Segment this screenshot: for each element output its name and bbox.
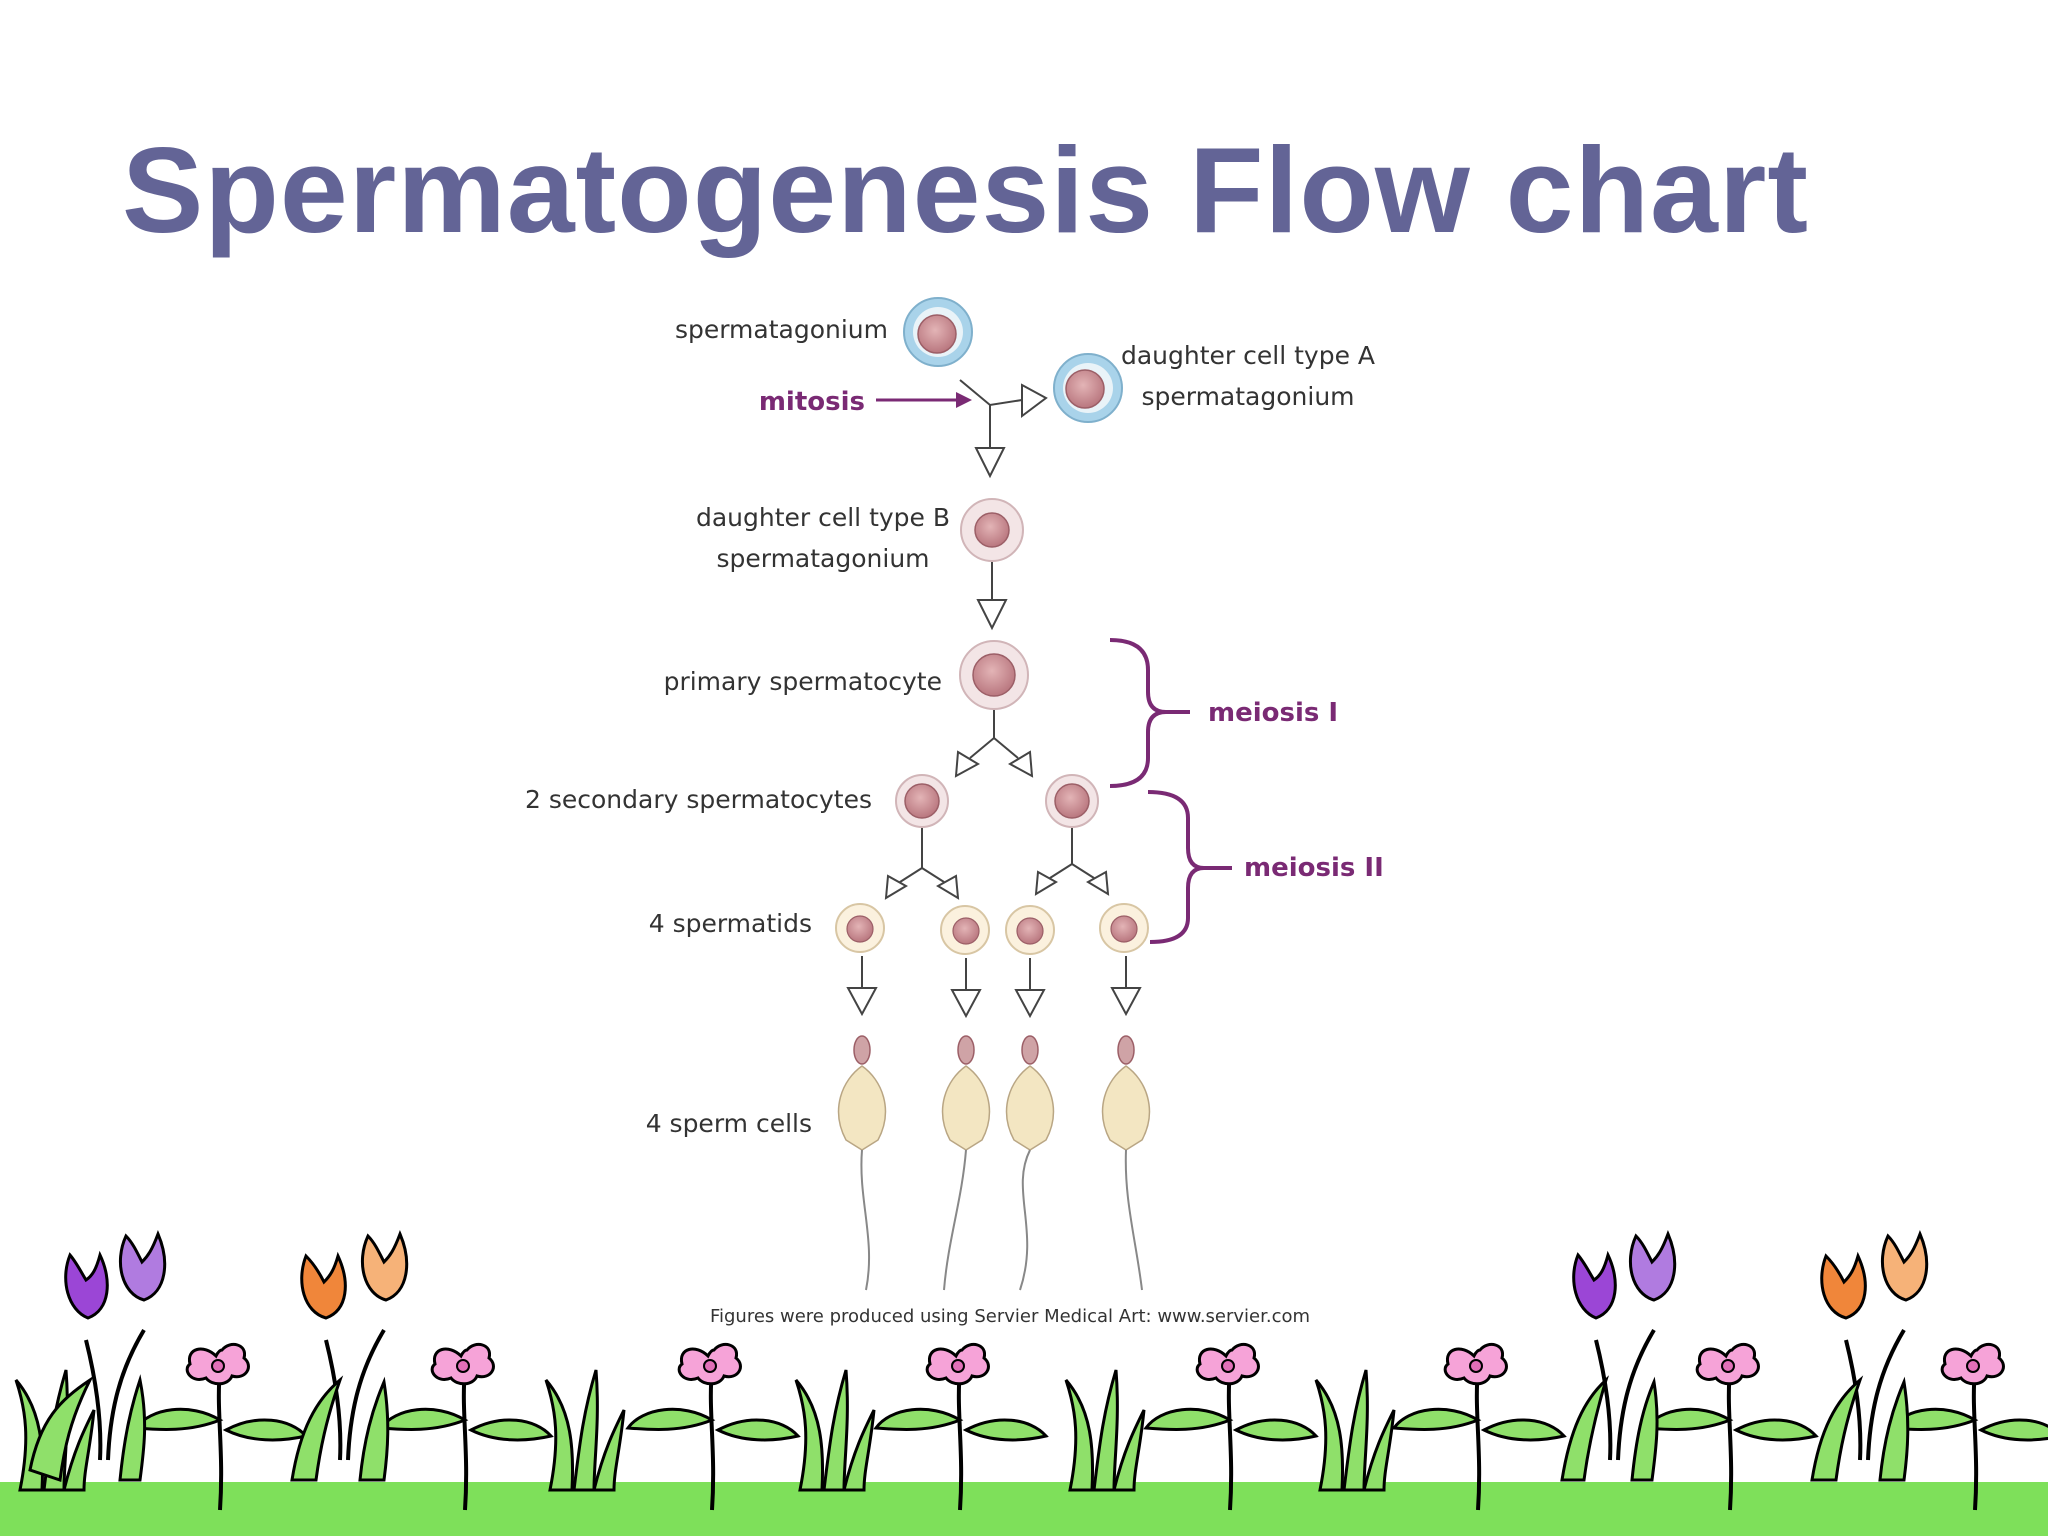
spermatid-1 (835, 903, 885, 953)
branch-arrow-primary (954, 710, 1034, 778)
tulips-purple-left (28, 1229, 167, 1482)
tulips-orange-right (1810, 1229, 1929, 1482)
secondary-spermatocyte-left (895, 774, 949, 828)
daughter-a-label-1: daughter cell type A (1121, 341, 1375, 370)
meiosis-2-bracket (1147, 790, 1232, 944)
primary-label: primary spermatocyte (664, 667, 942, 696)
mitosis-arrow (876, 392, 972, 408)
sperm-cell-2 (941, 1035, 991, 1291)
grass-tuft-5 (1314, 1368, 1396, 1492)
sperm-cells-label: 4 sperm cells (646, 1109, 812, 1138)
flower-border (0, 1229, 2048, 1536)
grass-strip (0, 1482, 2048, 1536)
meiosis-2-label: meiosis II (1244, 853, 1384, 883)
daughter-cell-a (1053, 353, 1123, 423)
mitosis-label: mitosis (759, 387, 865, 417)
spermatids-label: 4 spermatids (649, 909, 812, 938)
secondary-spermatocyte-right (1045, 774, 1099, 828)
spermatid-2 (940, 905, 990, 955)
spermatogonium-cell (903, 297, 973, 367)
spermatid-4 (1099, 903, 1149, 953)
branch-arrow-secondary-left (884, 828, 960, 900)
spermatogonium-label: spermatagonium (675, 315, 888, 344)
meiosis-1-label: meiosis I (1208, 698, 1338, 728)
grass-tuft-2 (544, 1368, 626, 1492)
sperm-cell-3 (1005, 1035, 1055, 1291)
primary-spermatocyte-cell (959, 640, 1029, 710)
sperm-cell-4 (1101, 1035, 1151, 1291)
daughter-a-label-2: spermatagonium (1141, 382, 1354, 411)
spermatid-3 (1005, 905, 1055, 955)
sperm-cell-1 (837, 1035, 887, 1291)
grass-tuft-4 (1064, 1368, 1146, 1492)
meiosis-1-bracket (1109, 638, 1190, 788)
tulips-orange-left (290, 1229, 409, 1482)
daughter-cell-b (960, 498, 1024, 562)
arrow-b-to-primary (976, 562, 1008, 631)
slide-title: Spermatogenesis Flow chart (122, 122, 1809, 258)
daughter-b-label-1: daughter cell type B (696, 503, 950, 532)
secondary-label: 2 secondary spermatocytes (525, 785, 872, 814)
grass-tuft-3 (794, 1368, 876, 1492)
branch-arrow-secondary-right (1034, 828, 1110, 896)
daughter-b-label-2: spermatagonium (716, 544, 929, 573)
branch-arrow-1 (959, 379, 1048, 479)
arrows-to-sperm (846, 956, 1142, 1019)
servier-credit: Figures were produced using Servier Medi… (710, 1306, 1310, 1327)
tulips-purple-right (1560, 1229, 1677, 1482)
